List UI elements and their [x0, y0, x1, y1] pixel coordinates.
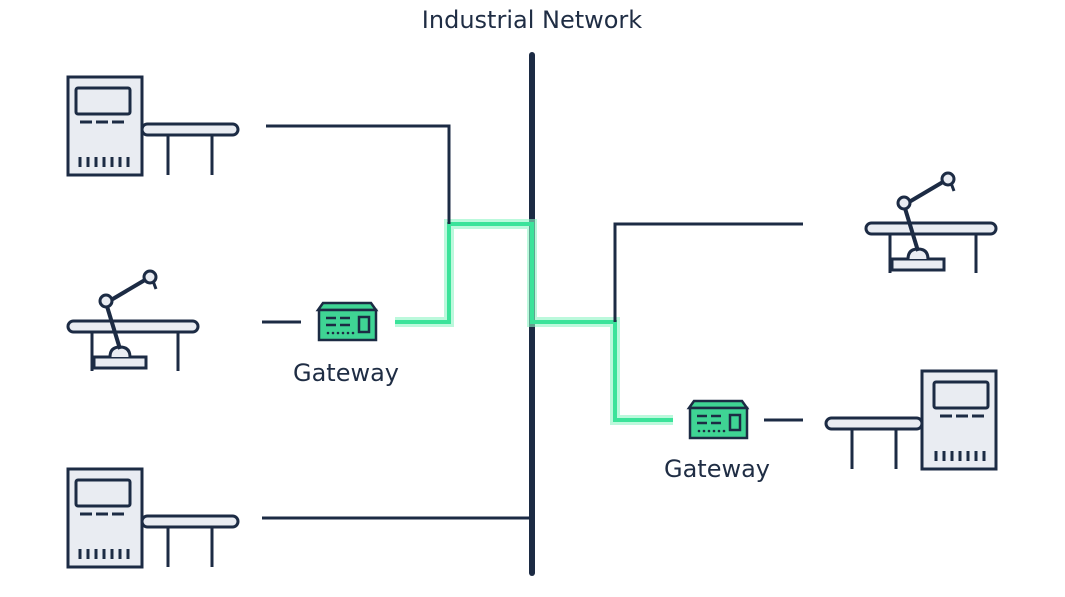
robot-arm-conveyor-icon: [66, 269, 200, 373]
gateway-label-right: Gateway: [664, 455, 770, 483]
control-cabinet-conveyor-icon: [824, 369, 998, 471]
gateway-label-left: Gateway: [293, 359, 399, 387]
gateway-device-icon: [316, 301, 378, 342]
control-cabinet-conveyor-icon: [66, 75, 240, 177]
network-wires: [262, 124, 803, 520]
highlighted-data-path: [395, 219, 673, 425]
robot-arm-conveyor-icon: [864, 171, 998, 275]
control-cabinet-conveyor-icon: [66, 467, 240, 569]
diagram-title: Industrial Network: [422, 6, 642, 34]
gateway-device-icon: [687, 399, 749, 440]
